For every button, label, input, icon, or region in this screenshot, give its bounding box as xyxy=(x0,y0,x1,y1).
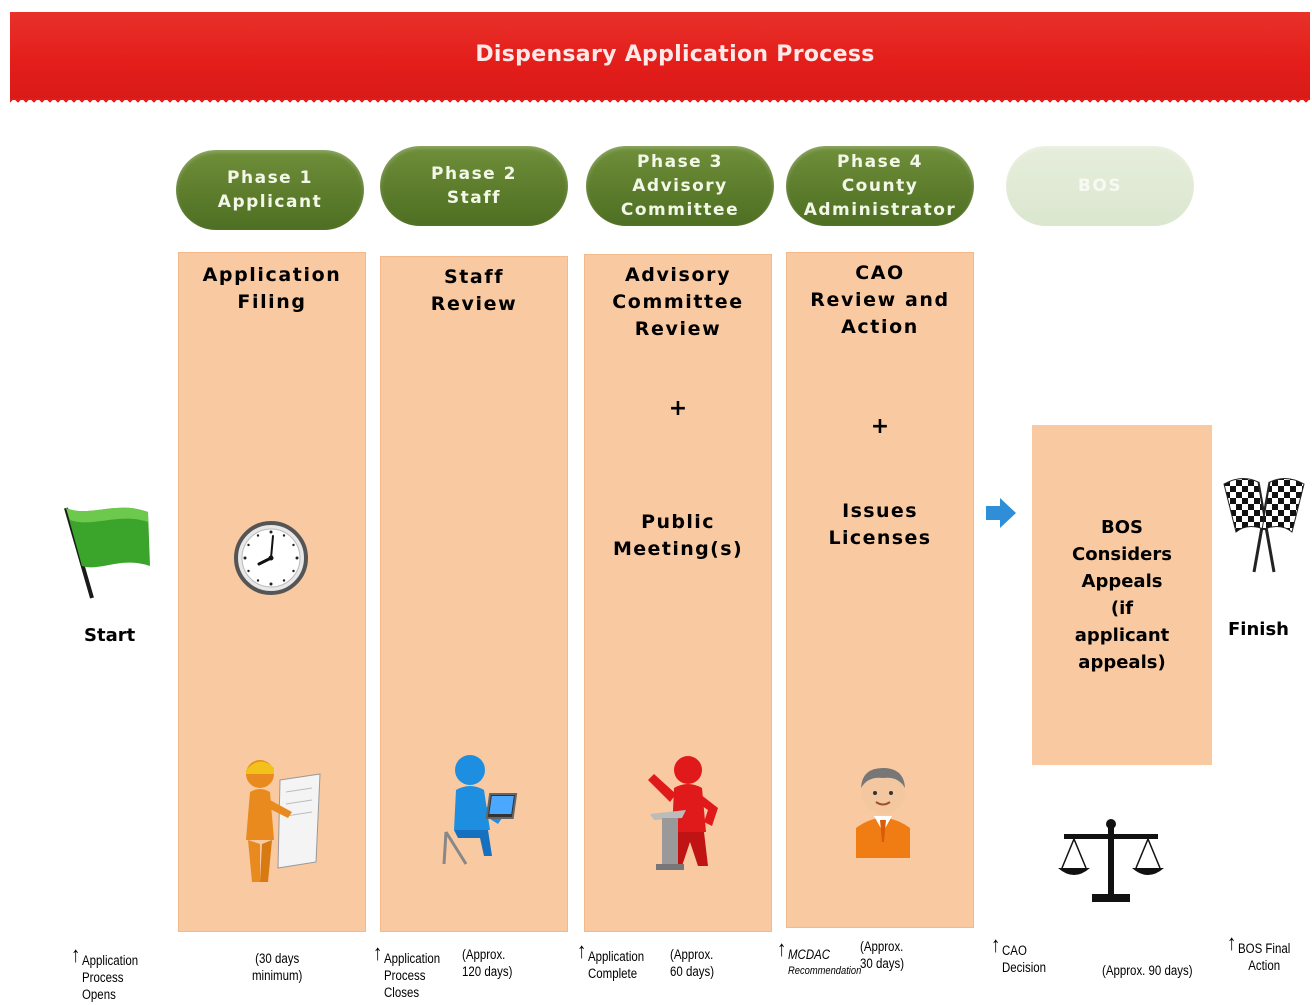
phase-1-pill: Phase 1 Applicant xyxy=(176,150,364,230)
phase-3-pill: Phase 3 Advisory Committee xyxy=(586,146,774,226)
bos-appeals-box: BOS Considers Appeals (if applicant appe… xyxy=(1032,425,1212,765)
note-60-line-2: 60 days) xyxy=(670,964,715,979)
note-app-opens-line-1: Application xyxy=(82,953,139,968)
note-60-line-1: (Approx. xyxy=(670,947,714,962)
column-3-title: Advisory Committee Review xyxy=(584,262,772,343)
start-label: Start xyxy=(84,625,136,646)
phase-2-line-2: Staff xyxy=(446,188,502,208)
bos-line-1: BOS xyxy=(1101,517,1143,538)
bos-line-4: (if xyxy=(1110,598,1134,619)
checkered-flags-icon xyxy=(1223,478,1305,573)
bos-line-3: Appeals xyxy=(1081,571,1163,592)
finish-label: Finish xyxy=(1228,619,1289,640)
column-1-title-line-1: Application xyxy=(202,264,342,286)
phase-4-line-1: Phase 4 xyxy=(837,152,923,172)
phase-2-line-1: Phase 2 xyxy=(431,164,517,184)
note-30-line-2: minimum) xyxy=(252,968,303,983)
note-cao-line-2: Decision xyxy=(1002,960,1047,975)
column-3-sub-line-2: Meeting(s) xyxy=(612,538,744,560)
note-application-closes: Application Process Closes xyxy=(373,944,441,1001)
column-4-sub-line-1: Issues xyxy=(842,500,918,522)
column-4-plus: + xyxy=(870,414,890,439)
note-app-opens-line-2: Process xyxy=(82,970,124,985)
phase-bos-pill: BOS xyxy=(1006,146,1194,226)
phase-4-line-3: Administrator xyxy=(803,200,957,220)
speaker-podium-figure-icon xyxy=(648,756,718,870)
phase-1-line-2: Applicant xyxy=(217,192,323,212)
note-mcdac-recommendation: MCDAC Recommendation xyxy=(777,940,862,980)
column-4-title-line-1: CAO xyxy=(855,262,905,284)
applicant-figure-icon xyxy=(246,760,321,882)
column-cao-review-and-action: CAO Review and Action + Issues Licenses xyxy=(786,252,974,928)
note-30d-line-1: (Approx. xyxy=(860,939,904,954)
right-arrow-icon xyxy=(986,498,1016,528)
note-120-line-2: 120 days) xyxy=(462,964,513,979)
note-mcdac-line-2: Recommendation xyxy=(788,965,862,977)
note-bos-final-line-1: BOS Final xyxy=(1238,941,1291,956)
note-cao-decision: CAO Decision xyxy=(991,936,1047,976)
note-120-line-1: (Approx. xyxy=(462,947,506,962)
bos-line-5: applicant xyxy=(1074,625,1170,646)
note-approx-30: (Approx. 30 days) xyxy=(860,938,904,972)
note-application-complete: Application Complete xyxy=(577,942,645,982)
column-3-sub-line-1: Public xyxy=(641,511,715,533)
note-approx-90: (Approx. 90 days) xyxy=(1102,963,1193,978)
scales-of-justice-icon xyxy=(1058,819,1164,902)
phase-3-line-3: Committee xyxy=(620,200,740,220)
note-30-days: (30 days minimum) xyxy=(252,950,302,984)
phase-2-pill: Phase 2 Staff xyxy=(380,146,568,226)
phase-bos-label: BOS xyxy=(1077,176,1123,196)
staff-computer-figure-icon xyxy=(442,755,518,865)
phase-3-line-2: Advisory xyxy=(632,176,728,196)
clock-icon xyxy=(234,521,308,595)
green-flag-icon xyxy=(64,507,150,599)
note-30-line-1: (30 days xyxy=(255,951,300,966)
column-4-title: CAO Review and Action xyxy=(786,260,974,341)
note-bos-final-action: BOS Final Action xyxy=(1227,934,1291,974)
administrator-avatar-icon xyxy=(856,768,910,858)
column-1-title-line-2: Filing xyxy=(237,291,307,313)
bos-line-6: appeals) xyxy=(1078,652,1166,673)
note-bos-final-line-2: Action xyxy=(1248,958,1281,973)
phase-4-pill: Phase 4 County Administrator xyxy=(786,146,974,226)
page-title: Dispensary Application Process xyxy=(475,42,875,67)
note-app-complete-line-1: Application xyxy=(588,949,645,964)
column-3-subtitle: Public Meeting(s) xyxy=(584,509,772,563)
column-1-title: Application Filing xyxy=(178,262,366,316)
column-4-title-line-2: Review and xyxy=(810,289,950,311)
column-2-title: Staff Review xyxy=(380,264,568,318)
phase-3-line-1: Phase 3 xyxy=(637,152,723,172)
column-4-subtitle: Issues Licenses xyxy=(786,498,974,552)
note-30d-line-2: 30 days) xyxy=(860,956,905,971)
column-3-plus: + xyxy=(668,396,688,421)
bos-line-2: Considers xyxy=(1072,544,1172,565)
phase-4-line-2: County xyxy=(841,176,919,196)
note-app-closes-line-1: Application xyxy=(384,951,441,966)
column-4-title-line-3: Action xyxy=(841,316,919,338)
note-mcdac-line-1: MCDAC xyxy=(788,947,831,962)
column-3-title-line-3: Review xyxy=(634,318,722,340)
note-approx-60: (Approx. 60 days) xyxy=(670,946,714,980)
note-app-closes-line-2: Process xyxy=(384,968,426,983)
note-app-complete-line-2: Complete xyxy=(588,966,638,981)
column-4-sub-line-2: Licenses xyxy=(828,527,932,549)
banner-zigzag-edge xyxy=(10,98,1310,110)
note-application-opens: Application Process Opens xyxy=(71,946,139,1003)
column-2-title-line-2: Review xyxy=(430,293,518,315)
column-3-title-line-2: Committee xyxy=(612,291,744,313)
header-banner xyxy=(10,12,1310,100)
note-app-opens-line-3: Opens xyxy=(82,987,116,1002)
note-cao-line-1: CAO xyxy=(1002,943,1027,958)
column-3-title-line-1: Advisory xyxy=(624,264,732,286)
note-app-closes-line-3: Closes xyxy=(384,985,420,1000)
column-2-title-line-1: Staff xyxy=(443,266,505,288)
phase-1-line-1: Phase 1 xyxy=(227,168,313,188)
note-approx-120: (Approx. 120 days) xyxy=(462,946,512,980)
